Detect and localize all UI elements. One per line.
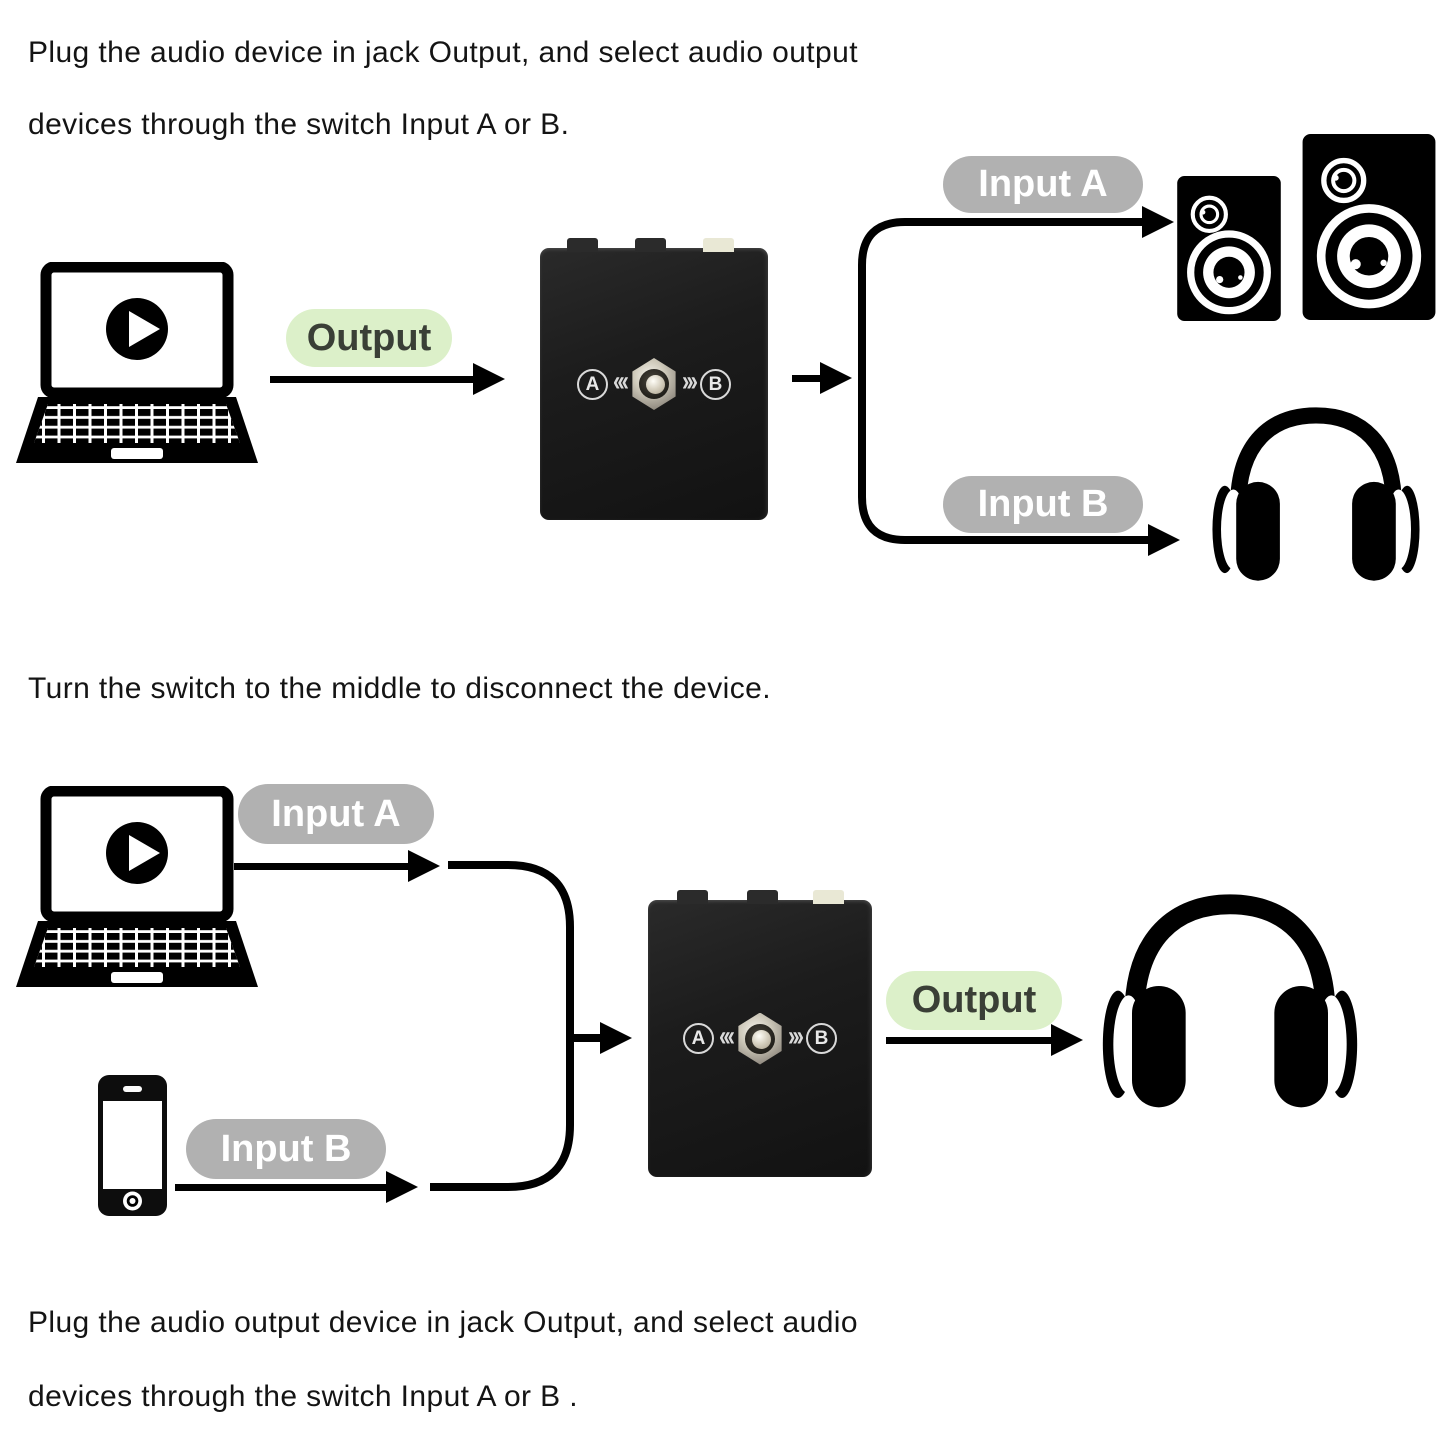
switch-box: A ‹‹‹ ››› B xyxy=(540,238,768,520)
output-jack xyxy=(703,238,734,252)
switch-face: A ‹‹‹ ››› B xyxy=(683,1012,837,1065)
branch-connector xyxy=(858,206,1180,556)
input-jack xyxy=(635,238,666,252)
input-b-label-pill: Input B xyxy=(943,476,1143,533)
chevrons-right-icon: ››› xyxy=(788,1019,804,1052)
merge-connector xyxy=(430,861,632,1191)
output-jack xyxy=(813,890,844,904)
instruction-top-line2: devices through the switch Input A or B. xyxy=(28,108,570,141)
instruction-bottom-line2: devices through the switch Input A or B … xyxy=(28,1380,579,1413)
instruction-top-line1: Plug the audio device in jack Output, an… xyxy=(28,36,858,69)
laptop-icon xyxy=(14,262,260,470)
arrow-head-icon xyxy=(820,362,852,394)
label-b: B xyxy=(699,368,731,400)
label-b: B xyxy=(805,1023,837,1054)
speaker-small-icon xyxy=(1177,176,1281,321)
output-label-pill: Output xyxy=(886,971,1062,1030)
instruction-middle: Turn the switch to the middle to disconn… xyxy=(28,672,771,705)
input-jack xyxy=(677,890,708,904)
arrow-head-icon xyxy=(473,363,505,395)
arrow-line xyxy=(175,1184,388,1191)
arrow-line xyxy=(234,863,410,870)
toggle-switch-icon xyxy=(632,358,676,410)
arrow-line xyxy=(886,1037,1053,1044)
headphones-icon xyxy=(1196,404,1436,594)
arrow-head-icon xyxy=(386,1171,418,1203)
chevrons-left-icon: ‹‹‹ xyxy=(613,364,629,397)
switch-face: A ‹‹‹ ››› B xyxy=(577,358,731,410)
arrow-head-icon xyxy=(1051,1024,1083,1056)
arrow-head-icon xyxy=(1148,524,1180,556)
input-b-label-pill: Input B xyxy=(186,1119,386,1179)
chevrons-right-icon: ››› xyxy=(682,364,698,397)
input-a-label-pill: Input A xyxy=(943,156,1143,213)
arrow-line xyxy=(792,375,822,382)
arrow-head-icon xyxy=(408,850,440,882)
input-a-label-pill: Input A xyxy=(238,784,434,844)
arrow-line xyxy=(270,376,475,383)
arrow-head-icon xyxy=(1142,206,1174,238)
switch-box: A ‹‹‹ ››› B xyxy=(648,890,872,1177)
label-a: A xyxy=(577,368,609,400)
laptop-icon xyxy=(14,786,260,994)
input-jack xyxy=(747,890,778,904)
headphones-icon xyxy=(1090,890,1370,1124)
phone-icon xyxy=(97,1074,168,1217)
output-label-pill: Output xyxy=(286,309,452,367)
instruction-bottom-line1: Plug the audio output device in jack Out… xyxy=(28,1306,858,1339)
input-jack xyxy=(567,238,598,252)
chevrons-left-icon: ‹‹‹ xyxy=(719,1019,735,1052)
toggle-switch-icon xyxy=(738,1012,782,1065)
arrow-head-icon xyxy=(600,1022,632,1054)
speaker-large-icon xyxy=(1301,134,1437,320)
label-a: A xyxy=(683,1023,715,1054)
